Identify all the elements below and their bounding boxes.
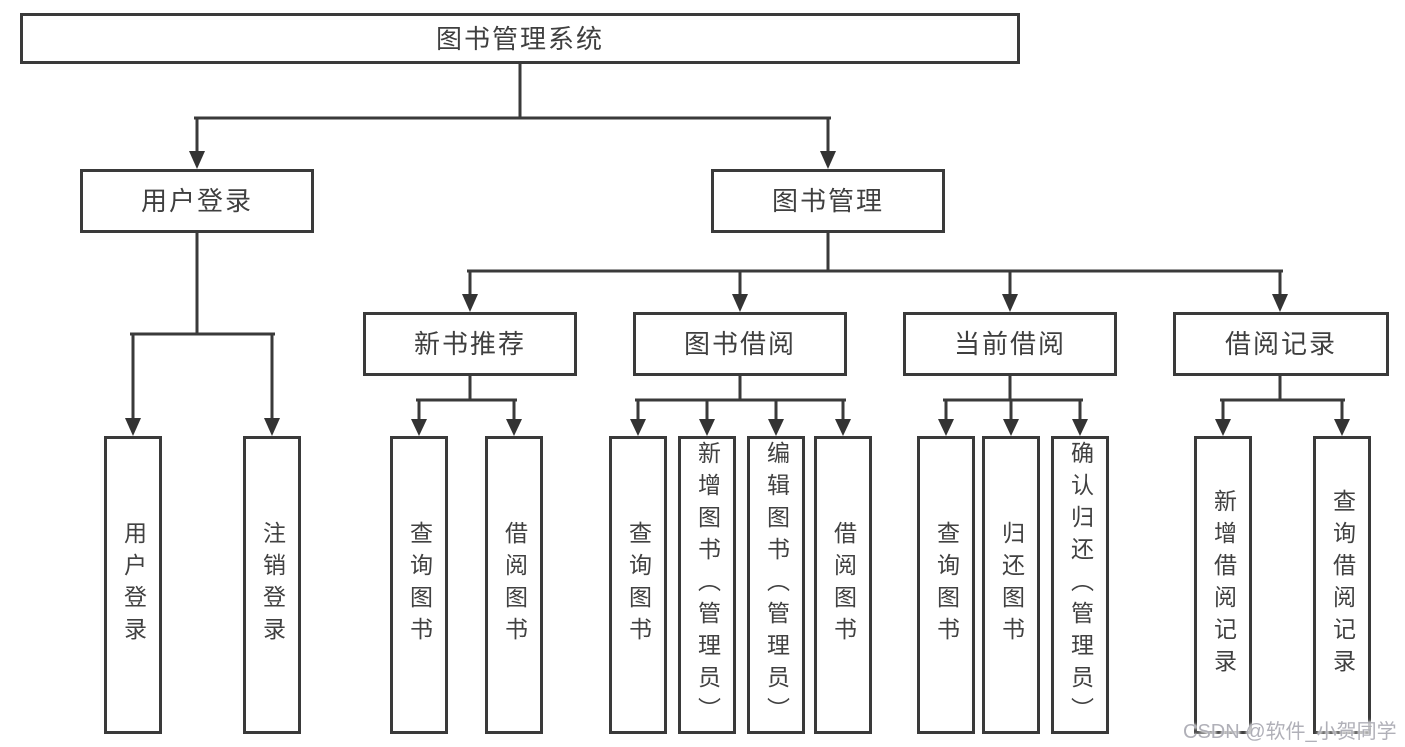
arrow-down-icon <box>835 419 851 436</box>
connector-book-management-children <box>462 231 1288 312</box>
connector-root-to-level2 <box>189 62 836 169</box>
node-borrow-books-recommend: 借阅图书 <box>485 436 543 734</box>
arrow-down-icon <box>699 419 715 436</box>
node-query-books-recommend: 查询图书 <box>390 436 448 734</box>
arrow-down-icon <box>1215 419 1231 436</box>
arrow-down-icon <box>1003 419 1019 436</box>
connector-borrow-records-children <box>1215 374 1350 436</box>
arrow-down-icon <box>1334 419 1350 436</box>
node-edit-book-admin: 编辑图书（管理员） <box>747 436 805 734</box>
arrow-down-icon <box>411 419 427 436</box>
connector-book-borrow-children <box>630 374 851 436</box>
node-query-borrow-record: 查询借阅记录 <box>1313 436 1371 734</box>
arrow-down-icon <box>630 419 646 436</box>
connector-current-borrow-children <box>938 374 1088 436</box>
node-book-management: 图书管理 <box>711 169 945 233</box>
arrow-down-icon <box>938 419 954 436</box>
node-query-books-current: 查询图书 <box>917 436 975 734</box>
node-user-login-leaf: 用户登录 <box>104 436 162 734</box>
connector-user-login-children <box>125 231 280 436</box>
node-return-book: 归还图书 <box>982 436 1040 734</box>
arrow-down-icon <box>768 419 784 436</box>
arrow-down-icon <box>1072 419 1088 436</box>
arrow-down-icon <box>125 418 141 436</box>
arrow-down-icon <box>462 294 478 312</box>
arrow-down-icon <box>264 418 280 436</box>
node-add-borrow-record: 新增借阅记录 <box>1194 436 1252 734</box>
node-library-system: 图书管理系统 <box>20 13 1020 64</box>
node-book-borrow: 图书借阅 <box>633 312 847 376</box>
node-query-books-borrow: 查询图书 <box>609 436 667 734</box>
node-current-borrow: 当前借阅 <box>903 312 1117 376</box>
arrow-down-icon <box>820 151 836 169</box>
arrow-down-icon <box>1272 294 1288 312</box>
csdn-watermark: CSDN @软件_小贺同学 <box>1183 721 1397 743</box>
node-logout-leaf: 注销登录 <box>243 436 301 734</box>
node-new-book-recommend: 新书推荐 <box>363 312 577 376</box>
arrow-down-icon <box>189 151 205 169</box>
node-borrow-records: 借阅记录 <box>1173 312 1389 376</box>
node-user-login: 用户登录 <box>80 169 314 233</box>
node-confirm-return-admin: 确认归还（管理员） <box>1051 436 1109 734</box>
node-add-book-admin: 新增图书（管理员） <box>678 436 736 734</box>
node-borrow-books-borrow: 借阅图书 <box>814 436 872 734</box>
connector-new-book-recommend-children <box>411 374 522 436</box>
arrow-down-icon <box>732 294 748 312</box>
arrow-down-icon <box>1002 294 1018 312</box>
arrow-down-icon <box>506 419 522 436</box>
